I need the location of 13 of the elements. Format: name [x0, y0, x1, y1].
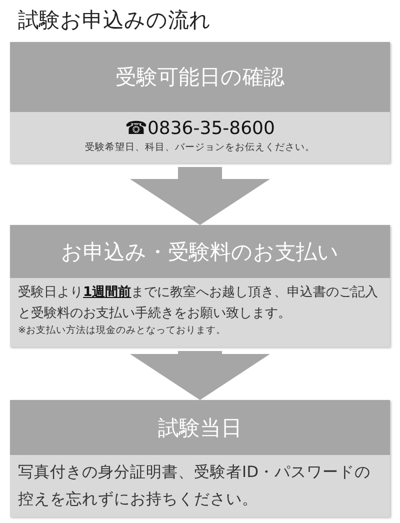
step-card	[10, 42, 390, 163]
note-text: ※お支払い方法は現金のみとなっております。	[17, 324, 227, 337]
diagram-title: 試験お申込みの流れ	[18, 7, 211, 34]
note-text: 受験希望日、科目、バージョンをお伝えください。	[84, 141, 316, 154]
step-card	[10, 225, 390, 347]
step-card	[10, 400, 390, 517]
block-arrow	[130, 351, 270, 400]
block-arrow	[130, 167, 270, 225]
step-header: 受験可能日の確認	[10, 42, 390, 112]
phone-number: ☎0836-35-8600	[124, 117, 276, 139]
step-header: お申込み・受験料のお支払い	[10, 225, 390, 278]
instruction-text: 写真付きの身分証明書、受験者ID・パスワードの控えを忘れずにお持ちください。	[17, 462, 372, 510]
step-header: 試験当日	[10, 400, 390, 455]
